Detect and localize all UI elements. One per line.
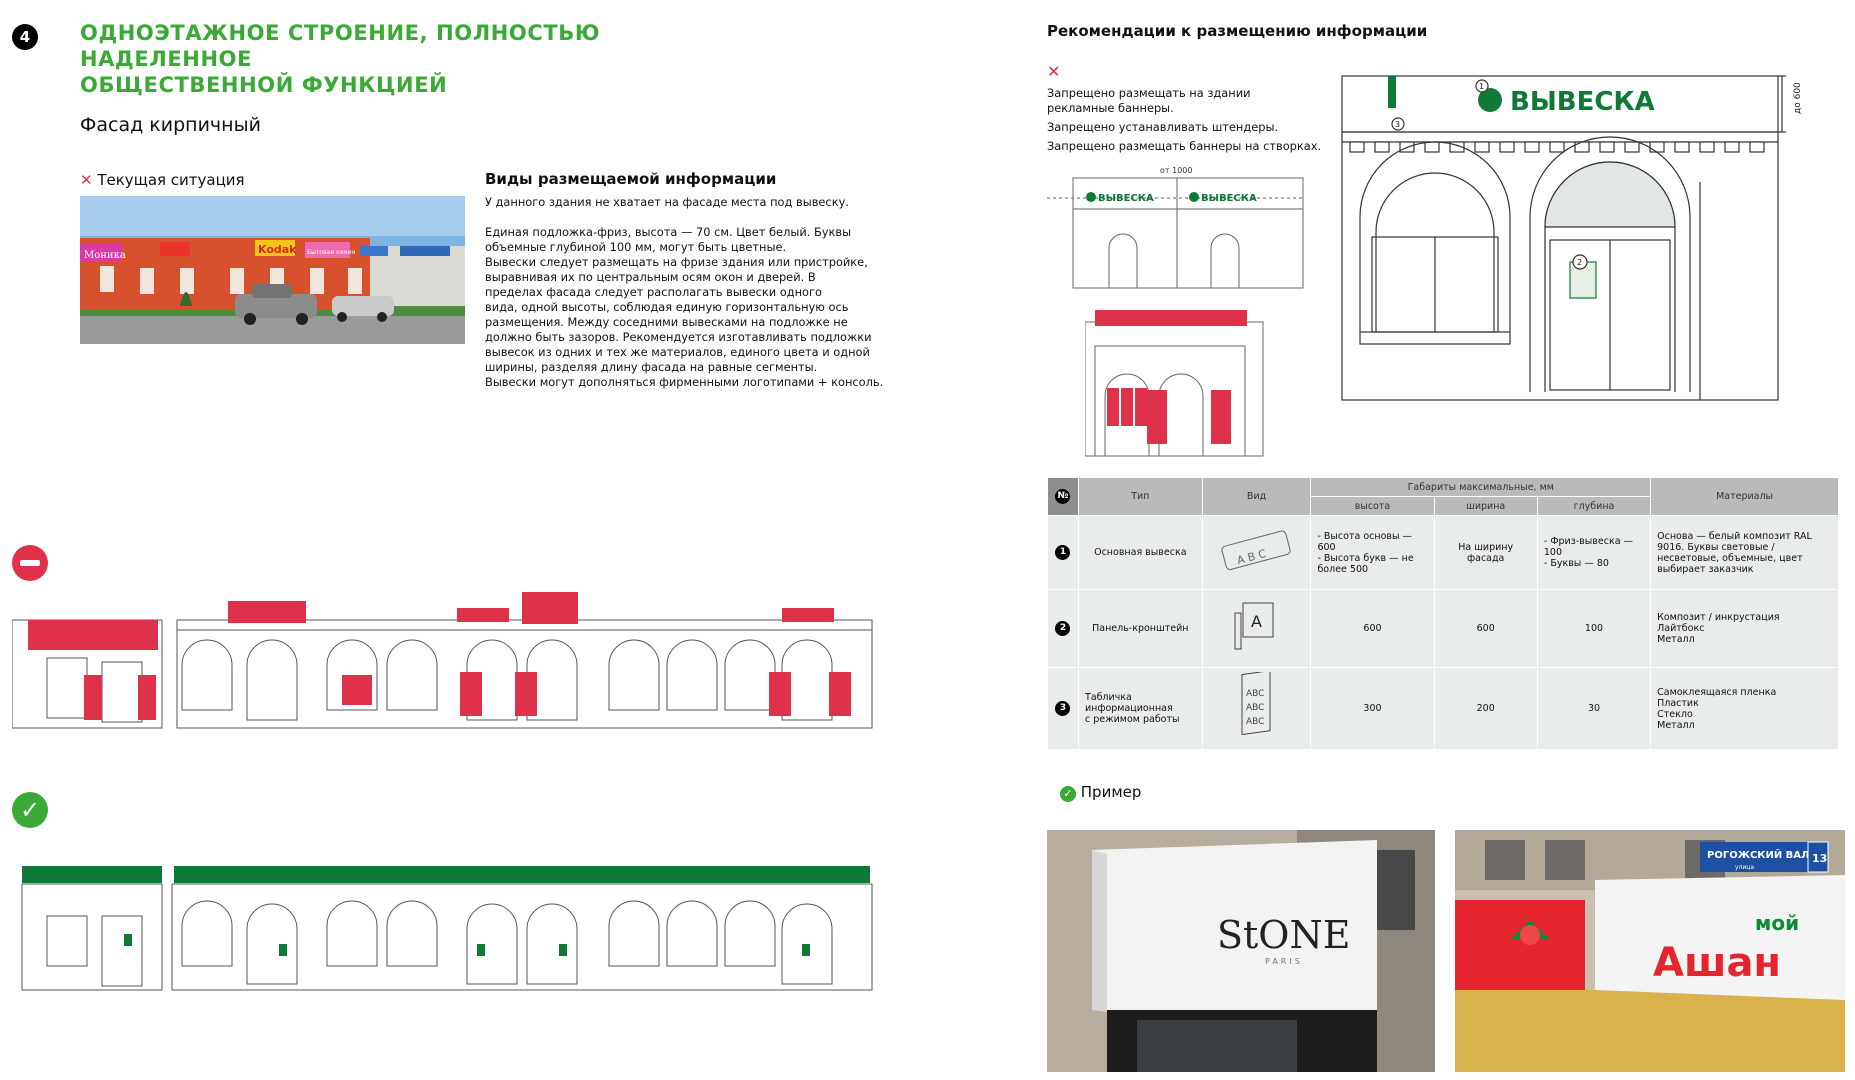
sign-types-table: № Тип Вид Габариты максимальные, мм Мате… — [1047, 477, 1839, 750]
marker-1: 1 — [1479, 82, 1484, 91]
sign-scheme-small: ВЫВЕСКА ВЫВЕСКА от 1000 — [1047, 164, 1307, 298]
section-number-badge: 4 — [12, 24, 38, 50]
street-sign-text: РОГОЖСКИЙ ВАЛ — [1707, 848, 1809, 861]
facade-sign-scheme: до 600 ВЫВЕСКА 1 2 3 — [1340, 72, 1810, 408]
example-label: ✓ Пример — [1060, 783, 1141, 802]
current-situation-photo: Моника Kodak Бытовая химия — [80, 196, 465, 344]
header-type: Тип — [1077, 477, 1203, 516]
header-view: Вид — [1201, 477, 1312, 516]
table-row: 2 Панель-кронштейн A 600 600 100 Компози… — [1047, 589, 1839, 668]
header-num: № — [1047, 477, 1079, 516]
auchan-brand-text: Ашан — [1653, 940, 1781, 986]
check-icon: ✓ — [12, 792, 48, 828]
facade-drawing-wrong — [11, 590, 877, 739]
stone-sub-text: PARIS — [1265, 957, 1303, 966]
header-materials: Материалы — [1650, 477, 1839, 516]
example-photo-auchan: РОГОЖСКИЙ ВАЛ улица 13 Ашан мой — [1455, 830, 1845, 1072]
cross-icon: ✕ — [1047, 62, 1061, 81]
example-photo-stone: StONE PARIS — [1047, 830, 1435, 1072]
header-dims: Габариты максимальные, мм — [1310, 477, 1652, 497]
marker-3: 3 — [1395, 120, 1400, 129]
info-types-title: Виды размещаемой информации — [485, 170, 777, 188]
big-dim-label: до 600 — [1793, 82, 1803, 114]
svg-text:ABC: ABC — [1246, 717, 1264, 727]
header-height: высота — [1310, 496, 1435, 516]
big-sign-text: ВЫВЕСКА — [1510, 87, 1655, 117]
page-title: ОДНОЭТАЖНОЕ СТРОЕНИЕ, ПОЛНОСТЬЮ НАДЕЛЕНН… — [80, 21, 601, 97]
header-width: ширина — [1433, 496, 1538, 516]
house-number-text: 13 — [1812, 852, 1827, 865]
photo-sign-kodak: Kodak — [258, 243, 297, 256]
street-sign-sub: улица — [1735, 864, 1754, 871]
cross-icon: ✕ — [80, 171, 93, 189]
small-sign-text-right: ВЫВЕСКА — [1201, 193, 1257, 204]
svg-text:ABC: ABC — [1246, 703, 1264, 713]
photo-sign-chemistry: Бытовая химия — [307, 249, 356, 256]
info-plate-icon: ABC ABC ABC — [1201, 667, 1312, 750]
marker-2: 2 — [1577, 258, 1582, 267]
current-situation-label: ✕ Текущая ситуация — [80, 171, 245, 189]
banner-scheme — [1084, 308, 1265, 462]
main-sign-icon: A B C — [1201, 515, 1312, 590]
table-header-row: № Тип Вид Габариты максимальные, мм Мате… — [1047, 477, 1839, 516]
facade-title: Фасад кирпичный — [80, 114, 261, 136]
facade-drawing-correct — [12, 866, 877, 998]
stone-brand-text: StONE — [1217, 913, 1350, 957]
table-row: 3 Табличка информационная с режимом рабо… — [1047, 667, 1839, 750]
photo-sign-monika: Моника — [84, 250, 126, 261]
auchan-brand-small: мой — [1755, 911, 1799, 935]
bracket-panel-icon: A — [1201, 589, 1312, 668]
recommendations-title: Рекомендации к размещению информации — [1047, 22, 1428, 40]
header-depth: глубина — [1536, 496, 1652, 516]
svg-text:A: A — [1251, 612, 1262, 631]
svg-text:ABC: ABC — [1246, 689, 1264, 699]
prohibitions-list: Запрещено размещать на здании рекламные … — [1047, 86, 1322, 153]
info-types-body: Единая подложка-фриз, высота — 70 см. Цв… — [485, 225, 884, 389]
prohibited-icon — [12, 545, 48, 581]
small-sign-text-left: ВЫВЕСКА — [1098, 193, 1154, 204]
check-icon: ✓ — [1060, 786, 1076, 802]
info-types-intro: У данного здания не хватает на фасаде ме… — [485, 195, 849, 209]
small-dim-label: от 1000 — [1160, 166, 1192, 175]
table-row: 1 Основная вывеска A B C - Высота основы… — [1047, 515, 1839, 590]
